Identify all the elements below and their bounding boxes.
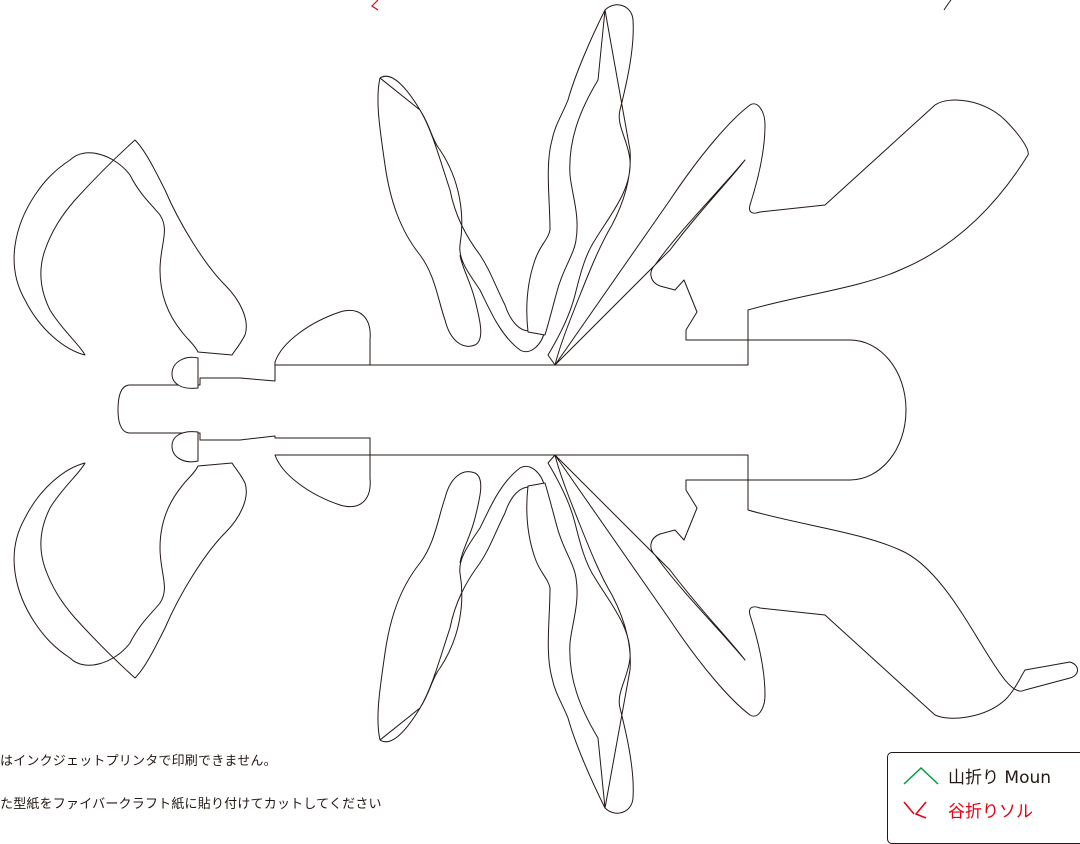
cut-instruction-text: た型紙をファイバークラフト紙に貼り付けてカットしてください	[0, 797, 382, 812]
body-center-piece	[117, 339, 907, 481]
upper-leg-3	[554, 99, 1029, 366]
left-lower-shoulder	[274, 454, 371, 507]
valley-fold-label: 谷折りソル	[948, 802, 1033, 822]
valley-fold-icon	[903, 801, 927, 819]
print-warning-text: はインクジェットプリンタで印刷できません。	[0, 754, 277, 769]
left-tab-top	[171, 356, 199, 389]
papercraft-template	[13, 0, 1078, 814]
left-tab-bottom	[171, 431, 199, 463]
lower-left-claw	[13, 462, 247, 679]
left-upper-shoulder	[274, 310, 371, 366]
upper-leg-2	[526, 4, 634, 366]
upper-leg-1	[377, 75, 546, 353]
top-red-mark-right	[943, 0, 952, 11]
legend-valley-fold: 谷折りソル	[902, 797, 1033, 822]
lower-leg-1	[377, 465, 546, 743]
upper-left-claw	[13, 139, 247, 356]
mountain-fold-label: 山折り Moun	[948, 768, 1052, 788]
legend-mountain-fold: 山折り Moun	[902, 763, 1051, 788]
top-red-mark-left	[371, 0, 379, 11]
fold-legend: 山折り Moun 谷折りソル	[887, 752, 1080, 844]
lower-leg-3	[554, 454, 1078, 719]
lower-leg-2	[526, 454, 634, 814]
mountain-fold-icon	[903, 766, 939, 785]
